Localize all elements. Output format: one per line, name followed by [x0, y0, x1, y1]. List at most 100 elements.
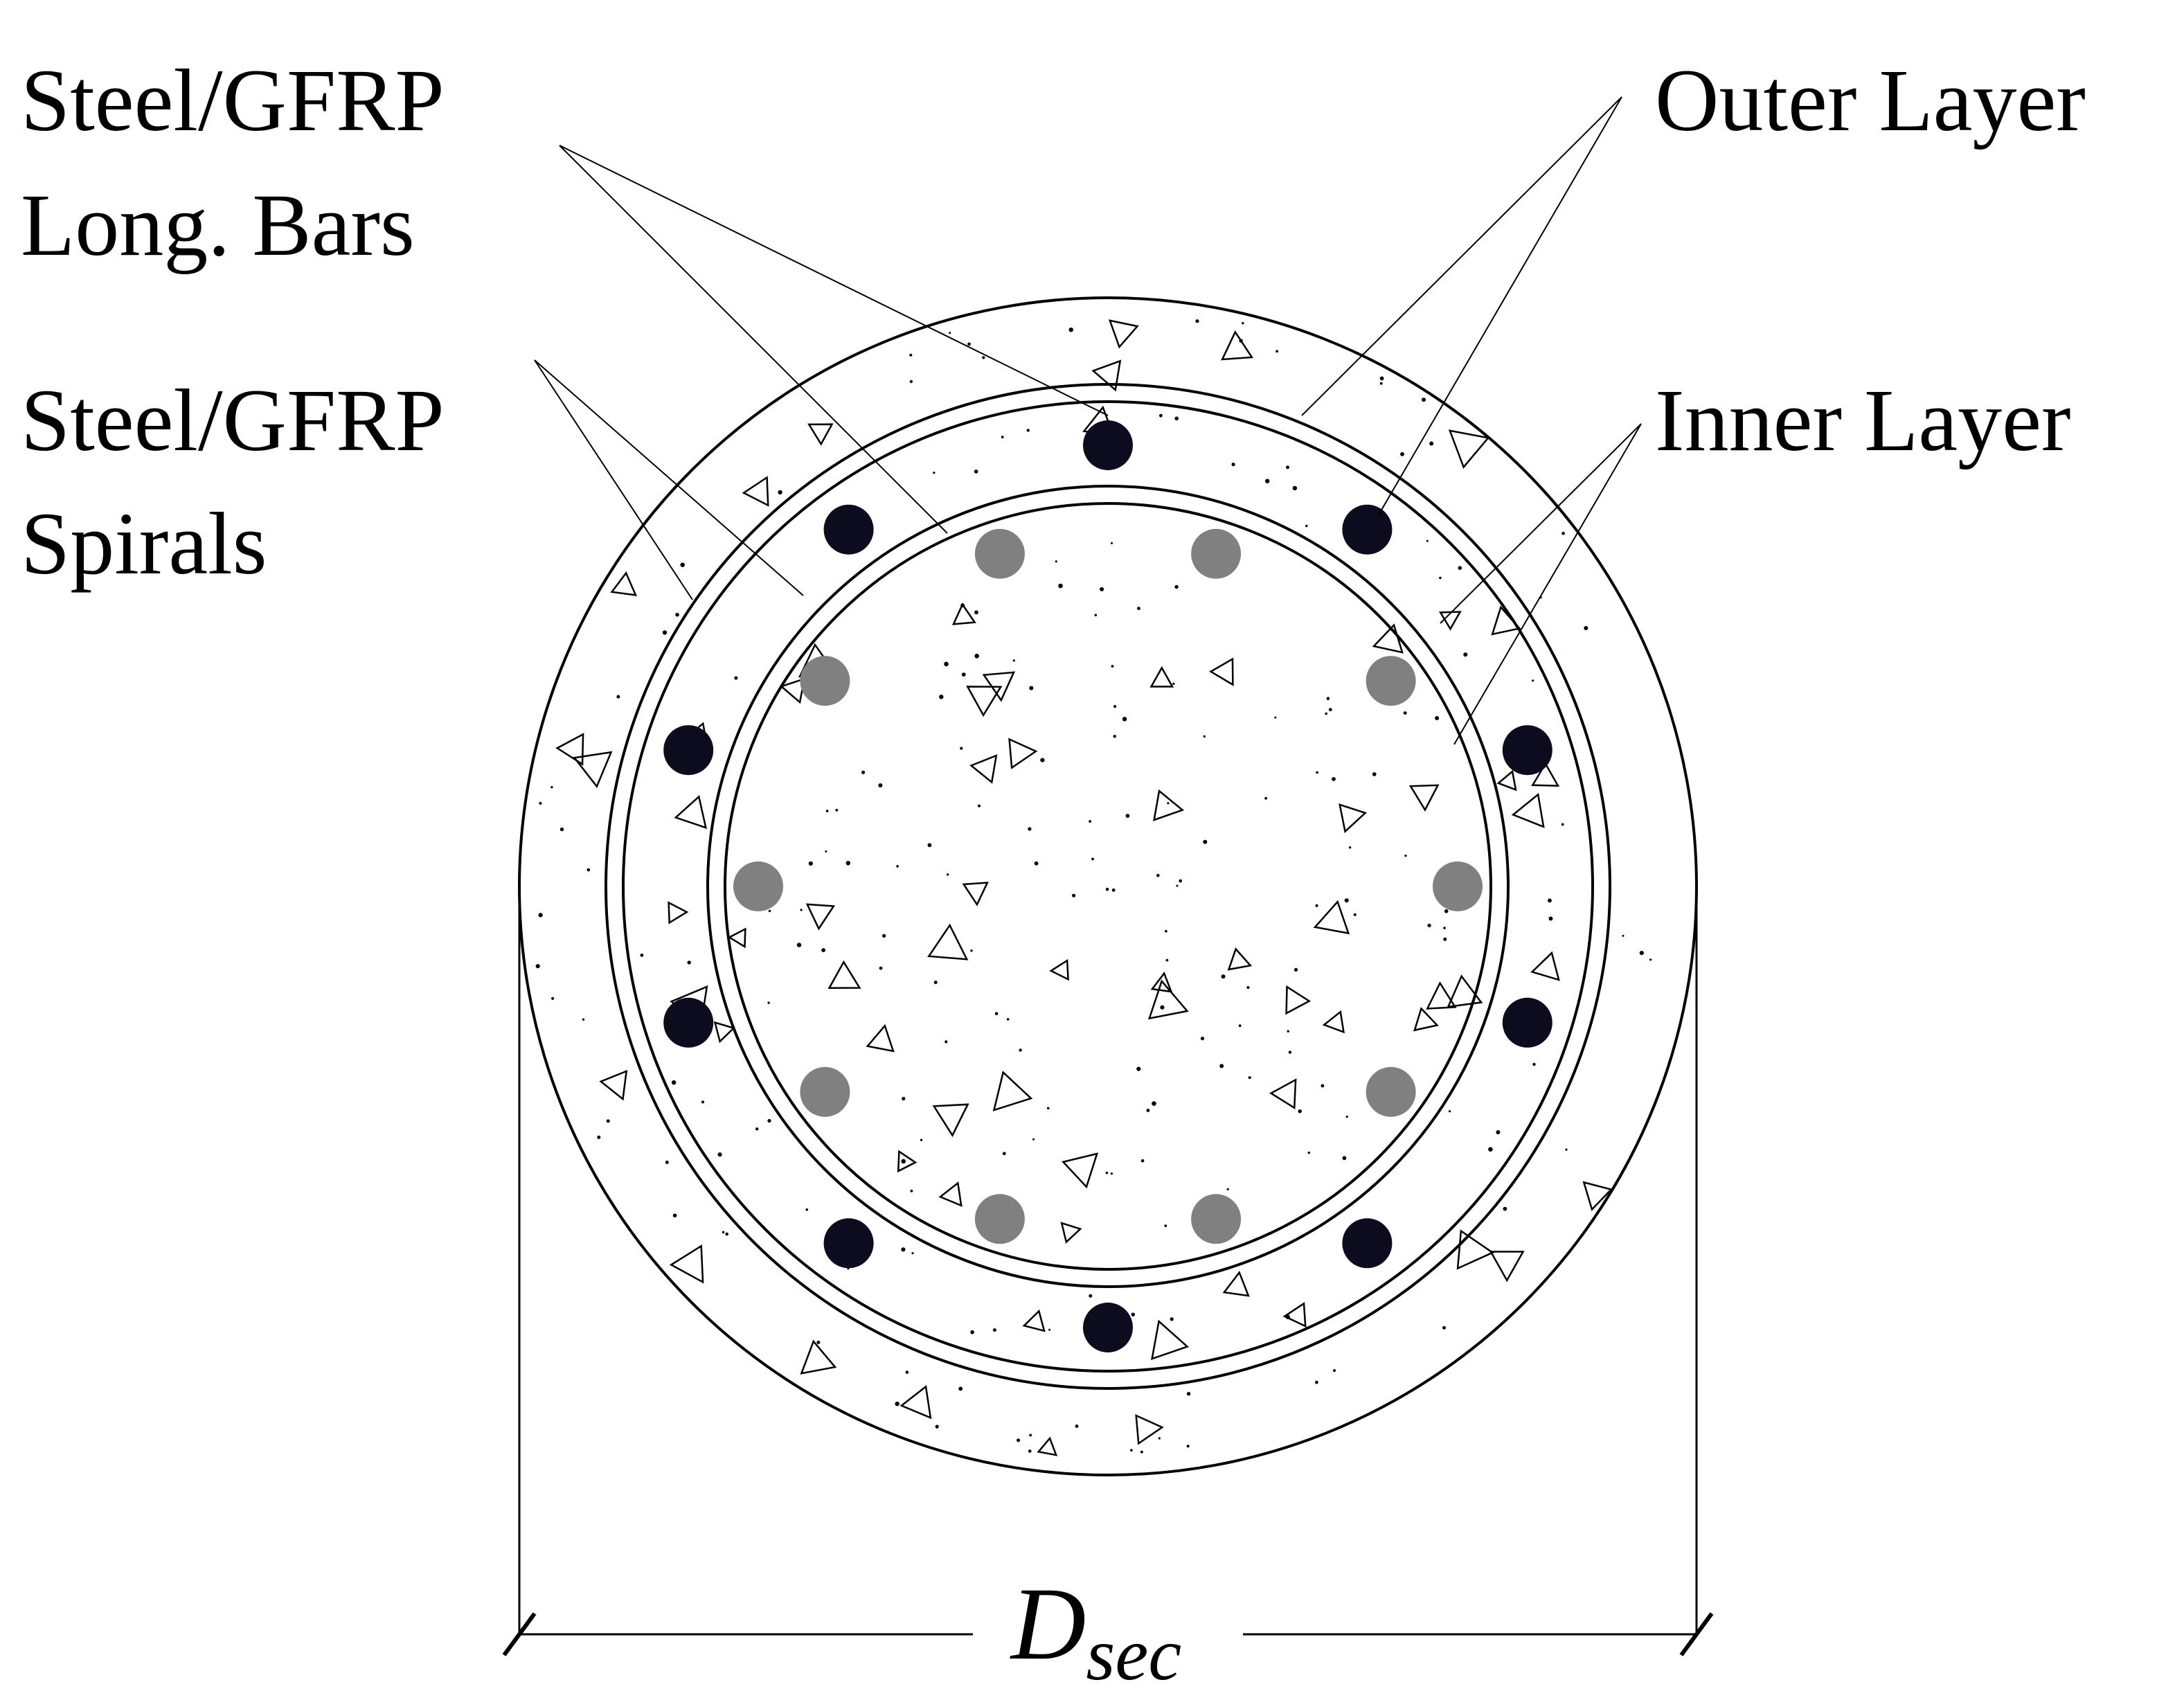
outer-layer-bar	[1083, 1303, 1133, 1352]
aggregate-triangle	[1222, 1270, 1250, 1297]
aggregate-speck	[970, 1330, 974, 1334]
aggregate-speck	[1113, 735, 1116, 738]
aggregate-speck	[1307, 1151, 1311, 1154]
aggregate-speck	[1040, 758, 1045, 762]
aggregate-speck	[1072, 893, 1076, 897]
aggregate-speck	[1321, 1084, 1325, 1088]
aggregate-speck	[640, 954, 644, 957]
long-bars-label-line2: Long. Bars	[21, 176, 415, 274]
section-diameter-dimension: Dsec	[502, 886, 1714, 1689]
aggregate-speck	[1110, 1172, 1113, 1175]
aggregate-speck	[687, 960, 691, 965]
aggregate-speck	[1186, 1445, 1190, 1448]
aggregate-speck	[796, 942, 802, 947]
aggregate-speck	[587, 868, 591, 872]
aggregate-speck	[1276, 350, 1278, 353]
aggregate-triangle	[573, 751, 613, 789]
aggregate-speck	[1034, 861, 1039, 866]
aggregate-speck	[1032, 1138, 1035, 1141]
aggregate-speck	[1105, 1171, 1109, 1174]
aggregate-speck	[1111, 665, 1114, 668]
aggregate-speck	[960, 747, 963, 750]
aggregate-speck	[1328, 708, 1332, 712]
aggregate-speck	[994, 1012, 999, 1015]
aggregate-speck	[1561, 531, 1565, 535]
aggregate-speck	[1488, 1147, 1493, 1152]
spirals-label-line1: Steel/GFRP	[21, 371, 445, 470]
aggregate-speck	[778, 490, 782, 495]
aggregate-speck	[879, 966, 883, 970]
aggregate-speck	[1246, 986, 1250, 989]
aggregate-speck	[665, 1161, 669, 1164]
outer-layer-bar	[1502, 725, 1552, 776]
aggregate-speck	[1379, 382, 1383, 385]
outer-layer-bar	[1502, 997, 1552, 1048]
aggregate-speck	[800, 909, 803, 911]
dimension-label: Dsec	[1010, 1566, 1181, 1689]
aggregate-speck	[1294, 967, 1298, 972]
aggregate-speck	[1026, 429, 1030, 432]
aggregate-triangle	[1339, 803, 1368, 834]
aggregate-triangle	[962, 882, 989, 906]
aggregate-speck	[1342, 1156, 1347, 1161]
aggregate-speck	[1075, 1424, 1079, 1428]
aggregate-speck	[1565, 1148, 1568, 1151]
aggregate-speck	[878, 783, 883, 788]
aggregate-speck	[1165, 929, 1167, 933]
aggregate-speck	[1089, 1294, 1093, 1298]
aggregate-speck	[1532, 679, 1534, 682]
aggregate-speck	[1131, 1312, 1136, 1316]
aggregate-triangle	[1062, 1152, 1099, 1189]
inner-layer-bar	[1191, 528, 1242, 579]
aggregate-speck	[671, 1080, 677, 1085]
concrete-speck-hatch	[535, 319, 1652, 1454]
aggregate-triangle	[1413, 1006, 1439, 1032]
aggregate-speck	[1292, 485, 1298, 491]
aggregate-speck	[1113, 705, 1117, 708]
aggregate-speck	[1179, 879, 1182, 883]
aggregate-speck	[1264, 796, 1267, 800]
aggregate-speck	[675, 612, 679, 617]
aggregate-triangle	[807, 423, 834, 446]
outer-layer-bars	[663, 420, 1552, 1352]
aggregate-triangle	[1209, 657, 1234, 686]
aggregate-speck	[816, 1341, 821, 1344]
aggregate-triangle	[1049, 958, 1069, 981]
aggregate-speck	[1122, 717, 1127, 722]
aggregate-speck	[597, 1135, 601, 1139]
aggregate-triangle	[827, 960, 861, 989]
inner-spiral-outer-edge	[706, 485, 1510, 1288]
inner-layer-bar	[1366, 1066, 1416, 1117]
aggregate-speck	[1548, 916, 1553, 921]
aggregate-speck	[539, 802, 542, 805]
aggregate-speck	[960, 603, 965, 608]
aggregate-speck	[933, 472, 936, 474]
aggregate-speck	[551, 786, 553, 789]
aggregate-speck	[1435, 716, 1440, 720]
aggregate-speck	[992, 1328, 996, 1332]
inner-layer-bar	[974, 1194, 1025, 1244]
inner-layer-leader-to-spiral	[1440, 423, 1642, 624]
aggregate-speck	[1111, 888, 1116, 892]
aggregate-speck	[978, 804, 981, 807]
dimension-symbol: D	[1010, 1566, 1086, 1681]
aggregate-triangle	[1491, 605, 1521, 636]
outer-layer-bar	[1342, 1218, 1393, 1269]
aggregate-speck	[1426, 539, 1429, 542]
aggregate-speck	[1532, 1062, 1536, 1066]
outer-layer-label: Outer Layer	[1655, 51, 2086, 150]
aggregate-triangle	[1456, 1229, 1495, 1270]
aggregate-speck	[1348, 846, 1352, 849]
aggregate-speck	[1315, 904, 1318, 907]
long-bars-leader-to-outer-bar	[559, 145, 1109, 416]
aggregate-triangle	[1037, 1436, 1058, 1456]
aggregate-speck	[1203, 839, 1208, 844]
aggregate-speck	[901, 1247, 906, 1252]
aggregate-speck	[1444, 909, 1449, 913]
aggregate-speck	[805, 1208, 808, 1211]
aggregate-triangle	[599, 1069, 628, 1101]
aggregate-speck	[767, 1001, 770, 1004]
aggregate-speck	[1458, 566, 1462, 570]
aggregate-speck	[909, 353, 913, 357]
aggregate-speck	[974, 610, 978, 615]
